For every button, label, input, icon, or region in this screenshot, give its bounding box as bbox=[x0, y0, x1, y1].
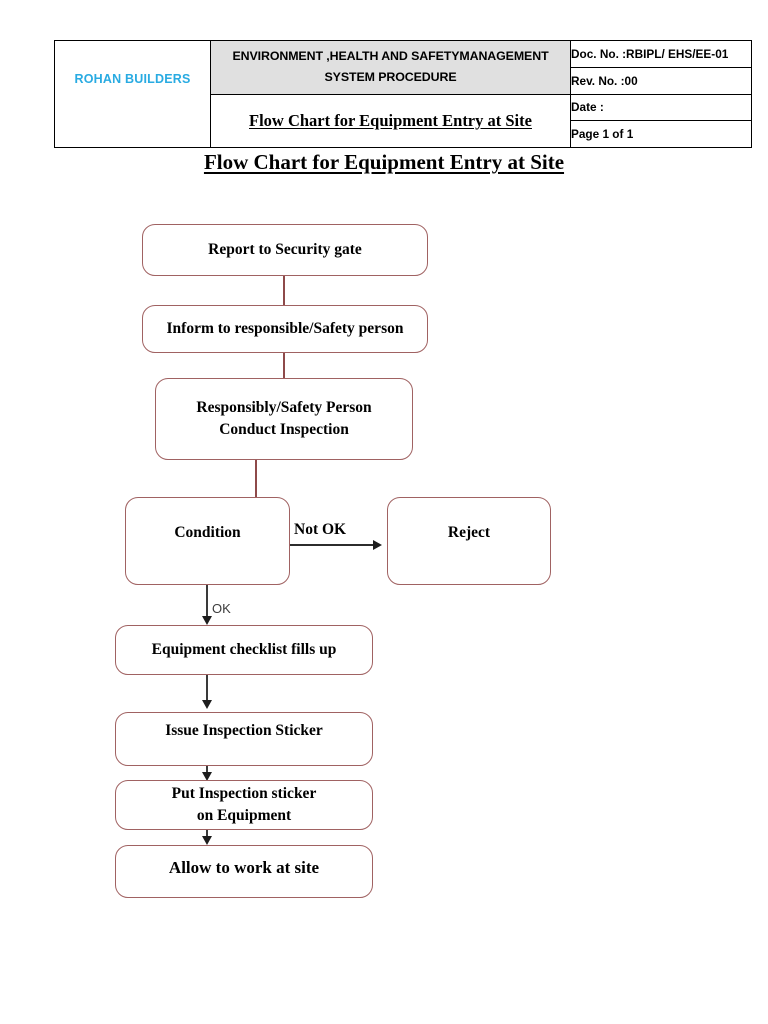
connector-n7-n8-line bbox=[206, 766, 208, 777]
page-number-cell: Page 1 of 1 bbox=[570, 120, 752, 148]
flow-node-label-line2: Conduct Inspection bbox=[219, 421, 349, 438]
connector-n3-n4 bbox=[255, 460, 258, 500]
flow-node-label: Put Inspection sticker on Equipment bbox=[116, 783, 372, 828]
connector-n8-n9-arrowhead bbox=[202, 836, 212, 845]
flow-node-label-line1: Responsibly/Safety Person bbox=[196, 398, 372, 416]
ems-system-title-cell: ENVIRONMENT ,HEALTH AND SAFETYMANAGEMENT… bbox=[210, 40, 571, 95]
rev-no-cell: Rev. No. :00 bbox=[570, 66, 752, 95]
procedure-title-text: Flow Chart for Equipment Entry at Site bbox=[249, 110, 532, 130]
flow-node-label: Condition bbox=[174, 524, 241, 541]
ems-title-line1: ENVIRONMENT ,HEALTH AND SAFETYMANAGEMENT bbox=[232, 48, 549, 63]
connector-n4-n6-line bbox=[206, 585, 208, 620]
flow-node-label-line2: on Equipment bbox=[196, 807, 292, 824]
connector-n7-n8-arrowhead bbox=[202, 772, 212, 781]
flow-node-label: Inform to responsible/Safety person bbox=[166, 319, 404, 337]
connector-n8-n9-line bbox=[206, 830, 208, 841]
company-logo-text: ROHAN BUILDERS bbox=[74, 72, 191, 86]
procedure-title-cell: Flow Chart for Equipment Entry at Site bbox=[210, 93, 571, 148]
flow-node-label: Equipment checklist fills up bbox=[151, 640, 337, 658]
flow-node-report-to-security-gate: Report to Security gate bbox=[142, 224, 428, 276]
connector-n4-n5-line bbox=[290, 544, 374, 546]
flow-node-conduct-inspection: Responsibly/Safety Person Conduct Inspec… bbox=[155, 378, 413, 460]
flow-node-label: Reject bbox=[447, 524, 491, 541]
connector-n4-n6-arrowhead bbox=[202, 616, 212, 625]
flow-node-put-sticker-on-equipment: Put Inspection sticker on Equipment bbox=[115, 780, 373, 830]
document-header-table: ROHAN BUILDERS ENVIRONMENT ,HEALTH AND S… bbox=[54, 40, 752, 148]
flow-node-reject: Reject bbox=[387, 497, 551, 585]
connector-n4-n5-arrowhead bbox=[373, 539, 382, 550]
ems-title-line2: SYSTEM PROCEDURE bbox=[324, 70, 457, 85]
edge-label-not-ok: Not OK bbox=[294, 521, 347, 538]
page-title: Flow Chart for Equipment Entry at Site bbox=[0, 150, 768, 175]
connector-n6-n7-arrowhead bbox=[202, 700, 212, 709]
date-cell: Date : bbox=[570, 93, 752, 122]
connector-n2-n3 bbox=[283, 353, 286, 379]
flow-node-allow-to-work-at-site: Allow to work at site bbox=[115, 845, 373, 898]
flow-node-condition: Condition bbox=[125, 497, 290, 585]
page-title-text: Flow Chart for Equipment Entry at Site bbox=[203, 150, 565, 174]
doc-no-cell: Doc. No. :RBIPL/ EHS/EE-01 bbox=[570, 40, 752, 68]
flow-node-label-line1: Put Inspection sticker bbox=[171, 784, 317, 802]
edge-label-ok: OK bbox=[212, 601, 231, 616]
flow-node-label: Responsibly/Safety Person Conduct Inspec… bbox=[156, 397, 412, 442]
flow-node-label: Allow to work at site bbox=[168, 858, 320, 877]
company-logo-cell: ROHAN BUILDERS bbox=[54, 40, 211, 148]
flow-node-equipment-checklist: Equipment checklist fills up bbox=[115, 625, 373, 675]
connector-n1-n2 bbox=[283, 276, 286, 306]
flow-node-label: Report to Security gate bbox=[208, 240, 362, 258]
flow-node-inform-responsible-safety-person: Inform to responsible/Safety person bbox=[142, 305, 428, 353]
flow-node-issue-inspection-sticker: Issue Inspection Sticker bbox=[115, 712, 373, 766]
flow-node-label: Issue Inspection Sticker bbox=[165, 722, 323, 739]
connector-n6-n7-line bbox=[206, 675, 208, 703]
